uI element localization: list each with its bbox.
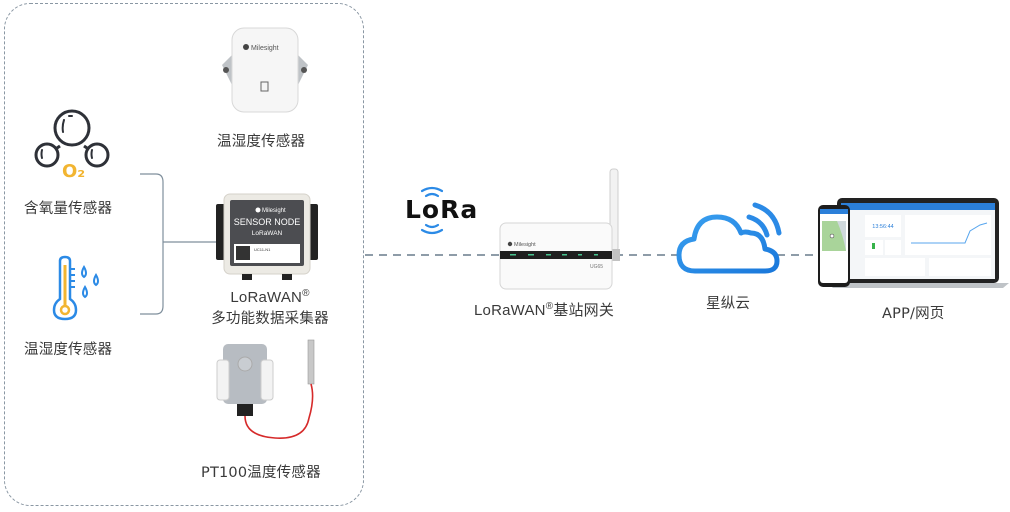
- temp-humidity-sensor-icon-item: 温湿度传感器: [20, 250, 130, 360]
- app-web-clients: 13:56:44 APP/网页: [815, 195, 1010, 325]
- lora-logo-text: LoRa: [405, 195, 479, 224]
- svg-text:UC11-N1: UC11-N1: [254, 247, 271, 252]
- gateway-device-image: Milesight UG65: [499, 168, 620, 290]
- app-label: APP/网页: [882, 306, 945, 322]
- collector-label-line1: LoRaWAN®: [230, 288, 310, 306]
- svg-text:UG65: UG65: [590, 264, 603, 270]
- svg-text:13:56:44: 13:56:44: [872, 224, 893, 230]
- sensor-node-device-image: Milesight SENSOR NODE LoRaWAN UC11-N1: [216, 193, 318, 280]
- gateway-label: LoRaWAN®基站网关: [474, 301, 615, 319]
- svg-text:Milesight: Milesight: [514, 242, 536, 248]
- thermometer-droplets-icon: [52, 255, 99, 321]
- pt100-device-image: [216, 339, 315, 439]
- svg-text:Milesight: Milesight: [262, 208, 286, 214]
- svg-text:Milesight: Milesight: [251, 45, 279, 52]
- o2-symbol: O₂: [62, 161, 86, 182]
- pt100-sensor: PT100温度传感器: [195, 338, 355, 488]
- collector-label-line2: 多功能数据采集器: [211, 311, 329, 327]
- temp-humidity-sensor-label-left: 温湿度传感器: [24, 342, 113, 358]
- bracket-connector: [140, 173, 218, 315]
- oxygen-sensor: O₂ 含氧量传感器: [20, 95, 130, 225]
- sensor-group-container: [4, 3, 364, 506]
- temp-humidity-device-image: Milesight: [222, 27, 308, 113]
- multi-function-collector: Milesight SENSOR NODE LoRaWAN UC11-N1 Lo…: [200, 190, 340, 330]
- radio-waves-icon: [420, 186, 444, 235]
- cloud-label: 星纵云: [706, 296, 751, 312]
- pt100-label: PT100温度传感器: [201, 465, 321, 481]
- temp-humidity-sensor-device: Milesight 温湿度传感器: [210, 20, 320, 150]
- network-link-line: [365, 254, 823, 256]
- svg-text:LoRaWAN: LoRaWAN: [252, 230, 283, 237]
- oxygen-sensor-label: 含氧量传感器: [24, 201, 113, 217]
- laptop-phone-icon: 13:56:44: [818, 198, 1009, 288]
- molecule-o2-icon: [34, 109, 110, 168]
- lora-logo: LoRa: [405, 185, 485, 240]
- cloud-platform: 星纵云: [670, 195, 790, 315]
- temp-humidity-device-label: 温湿度传感器: [217, 134, 306, 150]
- cloud-signal-icon: [676, 202, 782, 274]
- gateway: Milesight UG65 LoRaWAN®基站网关: [470, 165, 650, 325]
- svg-text:SENSOR NODE: SENSOR NODE: [234, 217, 301, 227]
